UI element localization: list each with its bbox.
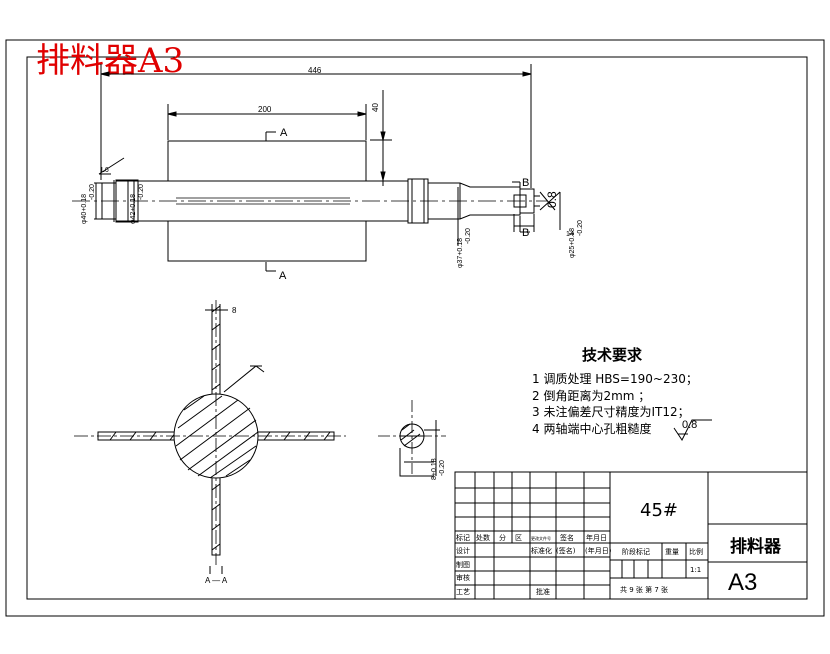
tech-item-1: 1 调质处理 HBS=190~230；: [532, 372, 698, 386]
tb-scale: 比例: [689, 547, 703, 556]
section-aa-label: A — A: [205, 576, 228, 585]
tb-h-sign: 签名: [560, 533, 574, 542]
tb-h-doc: 更改文件号: [531, 535, 551, 541]
dim-phi25: φ25+0.18: [569, 228, 576, 258]
outer-frame: [5, 39, 825, 617]
section-bb-view: [378, 400, 446, 477]
tb-standard-sig: (签名): [556, 546, 576, 555]
dim-phi40: φ40+0.18: [81, 194, 88, 224]
tb-paper-size: A3: [728, 569, 757, 596]
section-b-top: B: [522, 177, 529, 189]
drawing-title: 排料器A3: [36, 41, 184, 81]
section-a-bottom: A: [279, 270, 287, 282]
dim-phi37-tol: -0.20: [465, 228, 472, 244]
dim-phi40-tol: -0.20: [89, 184, 96, 200]
tb-approve: 批准: [536, 587, 550, 596]
tb-draw: 制图: [456, 560, 470, 569]
tb-h-count: 处数: [476, 533, 490, 542]
tb-design: 设计: [456, 546, 470, 555]
tb-weight: 重量: [665, 548, 679, 556]
tb-check: 审核: [456, 573, 470, 582]
dim-phi42: φ42+0.18: [130, 194, 137, 224]
tb-material: 45#: [640, 500, 678, 521]
title-block: [454, 471, 808, 600]
tech-item-3: 3 未注偏差尺寸精度为IT12；: [532, 404, 690, 419]
shaft-front-view: [72, 64, 561, 272]
tech-heading: 技术要求: [582, 346, 643, 364]
dim-phi42-tol: -0.20: [138, 184, 145, 200]
tb-part-name: 排料器: [730, 536, 782, 557]
dim-8-top: 8: [232, 306, 237, 315]
tb-standard-date: (年月日): [585, 546, 612, 555]
tech-item-2: 2 倒角距离为2mm ；: [532, 388, 650, 403]
dim-phi37: φ37+0.18: [457, 238, 464, 268]
roughness-symbol: [673, 419, 712, 441]
dim-roughness-end: 0.8: [545, 191, 559, 208]
inner-frame: [26, 56, 808, 600]
roughness-value: 0.8: [682, 419, 697, 431]
tb-sheets: 共 9 张 第 7 张: [620, 585, 668, 594]
dim-200: 200: [258, 105, 272, 114]
dim-l6: L6: [101, 167, 109, 174]
dim-phi25-tol: -0.20: [577, 220, 584, 236]
tech-item-4: 4 两轴端中心孔粗糙度: [532, 421, 651, 436]
tb-stage: 阶段标记: [622, 547, 650, 556]
tb-h-mark: 标记: [456, 533, 470, 542]
section-a-top: A: [280, 127, 288, 139]
tb-scale-value: 1:1: [690, 566, 701, 574]
tb-h-date: 年月日: [586, 533, 607, 542]
section-b-bottom: B: [522, 227, 529, 239]
tb-h-part: 分: [499, 533, 506, 542]
dim-14: 14: [566, 231, 574, 238]
dim-8-side-tol: -0.20: [439, 460, 446, 476]
tb-craft: 工艺: [456, 588, 470, 596]
dim-8-side: 8+0.18: [431, 458, 438, 480]
dim-40: 40: [371, 103, 380, 112]
dim-446: 446: [308, 66, 322, 75]
tb-standard: 标准化: [531, 546, 552, 555]
tb-h-zone: 区: [515, 534, 522, 542]
section-aa-view: [74, 300, 346, 574]
